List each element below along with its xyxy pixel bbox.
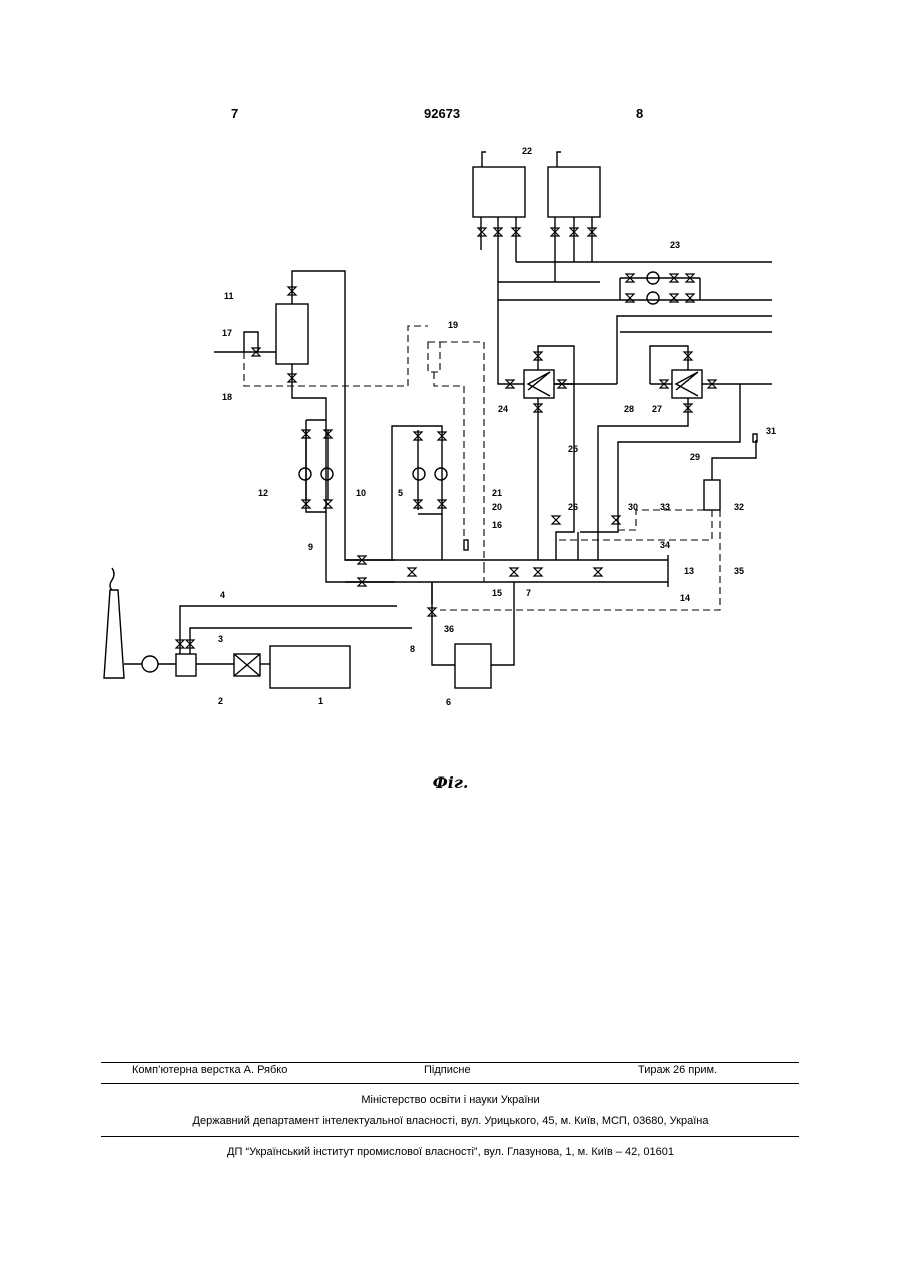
ministry-line: Міністерство освіти і науки України [0,1094,901,1106]
label-36: 36 [444,624,454,634]
heat-exchanger-2 [176,654,196,676]
water-heater-22a [473,167,525,217]
signed-note: Підписне [424,1064,471,1076]
label-10: 10 [356,488,366,498]
label-14: 14 [680,593,690,603]
label-18: 18 [222,392,232,402]
label-4: 4 [220,590,225,600]
controller-19 [428,342,440,372]
layout-credit: Комп’ютерна верстка А. Рябко [132,1064,287,1076]
label-11: 11 [224,291,234,301]
department-line: Державний департамент інтелектуальної вл… [0,1115,901,1127]
institute-line: ДП “Український інститут промислової вла… [0,1146,901,1158]
boiler-1 [270,646,350,688]
label-3: 3 [218,634,223,644]
label-30: 30 [628,502,638,512]
schematic-diagram: 1 2 3 4 5 6 7 8 9 10 11 12 13 14 15 16 1… [0,0,901,760]
circulation-note: Тираж 26 прим. [638,1064,717,1076]
pump-23b [647,292,659,304]
label-2: 2 [218,696,223,706]
label-21: 21 [492,488,502,498]
label-13: 13 [684,566,694,576]
label-25: 25 [568,444,578,454]
label-19: 19 [448,320,458,330]
pump-12b [321,468,333,480]
label-1: 1 [318,696,323,706]
label-16: 16 [492,520,502,530]
smoke-mark [110,568,114,590]
label-9: 9 [308,542,313,552]
tank-11 [276,304,308,364]
label-6: 6 [446,697,451,707]
label-29: 29 [690,452,700,462]
pump-5a [413,468,425,480]
water-heater-22b [548,167,600,217]
reference-numerals: 1 2 3 4 5 6 7 8 9 10 11 12 13 14 15 16 1… [218,146,776,707]
label-27: 27 [652,404,662,414]
label-35: 35 [734,566,744,576]
label-32: 32 [734,502,744,512]
label-24: 24 [498,404,508,414]
label-15: 15 [492,588,502,598]
label-26: 26 [568,502,578,512]
label-20: 20 [492,502,502,512]
chimney [104,590,124,678]
label-8: 8 [410,644,415,654]
footer-rule-middle [101,1083,799,1084]
label-33: 33 [660,502,670,512]
footer-rule-bottom [101,1136,799,1137]
label-7: 7 [526,588,531,598]
label-28: 28 [624,404,634,414]
label-34: 34 [660,540,670,550]
footer-rule-top [101,1062,799,1063]
label-5: 5 [398,488,403,498]
unit-6 [455,644,491,688]
fan [142,656,158,672]
label-17: 17 [222,328,232,338]
label-22: 22 [522,146,532,156]
controller-32 [704,480,720,510]
label-31: 31 [766,426,776,436]
pump-5b [435,468,447,480]
pump-12a [299,468,311,480]
label-12: 12 [258,488,268,498]
figure-caption: Фіг. [0,773,901,792]
label-23: 23 [670,240,680,250]
